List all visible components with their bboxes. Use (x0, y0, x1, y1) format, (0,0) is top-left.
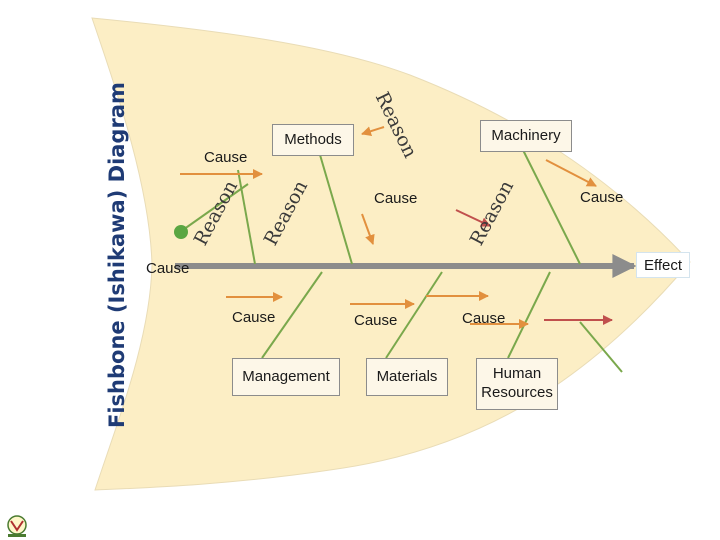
cause-tail: Cause (146, 260, 190, 277)
cause-top-center: Cause (374, 190, 418, 207)
effect-label: Effect (636, 252, 690, 278)
cause-top-right: Cause (580, 189, 624, 206)
management-bone (261, 271, 323, 359)
cause-arrow-reason-top (361, 126, 385, 137)
cause-bottom-center: Cause (354, 312, 398, 329)
institution-logo-icon (7, 515, 27, 537)
machinery-bone (521, 147, 581, 265)
left-outer-bone (179, 183, 249, 233)
cause-top-left: Cause (204, 149, 248, 166)
cause-bottom-right: Cause (462, 310, 506, 327)
category-management: Management (232, 358, 340, 396)
cause-arrow-center-down (361, 213, 375, 245)
right-lower-bone (579, 321, 623, 373)
human-resources-bone (507, 271, 551, 359)
cause-bottom-left: Cause (232, 309, 276, 326)
page-title: Fishbone (Ishikawa) Diagram (105, 82, 129, 428)
category-methods: Methods (272, 124, 354, 156)
cause-arrow-machinery (455, 209, 491, 227)
category-materials: Materials (366, 358, 448, 396)
left-upper-bone (237, 169, 256, 265)
methods-bone (317, 147, 353, 265)
category-machinery: Machinery (480, 120, 572, 152)
materials-bone (385, 271, 443, 359)
cause-arrow-top-right (545, 159, 597, 187)
category-human-resources: Human Resources (476, 358, 558, 410)
bone-endpoint-dot (174, 225, 188, 239)
